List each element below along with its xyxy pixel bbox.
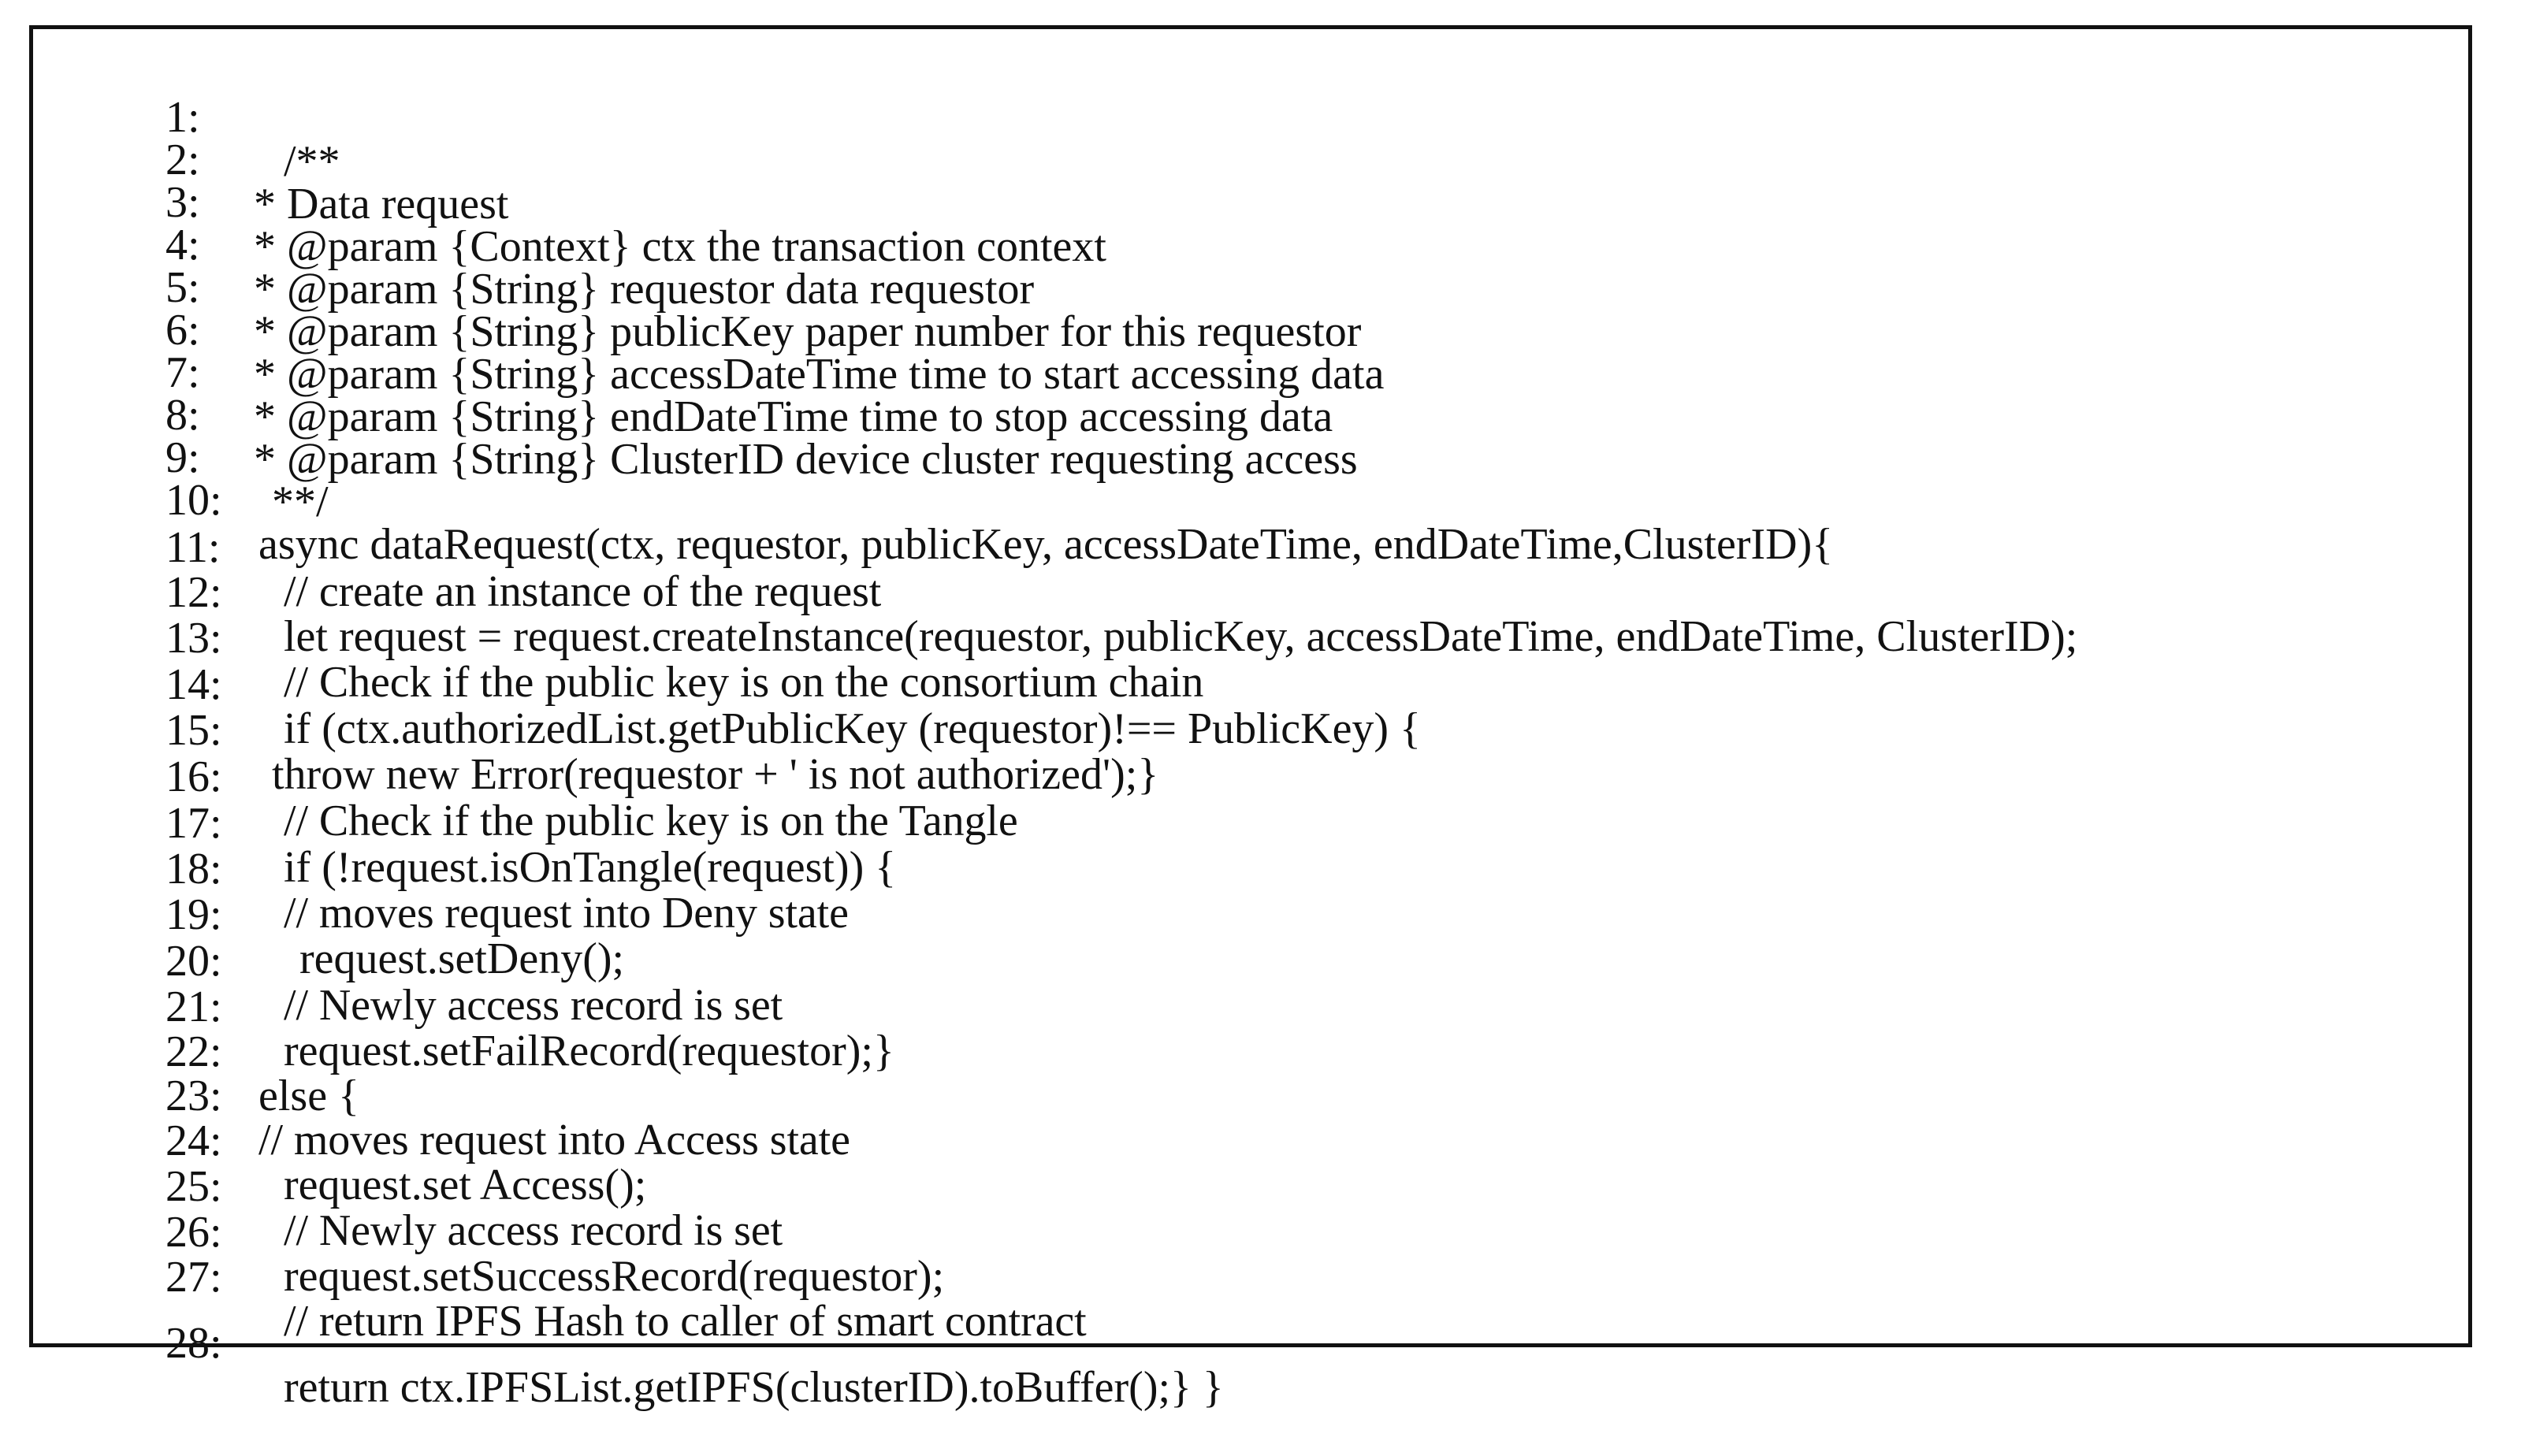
line-text: * Data request (254, 180, 509, 228)
line-number: 21: (165, 982, 222, 1031)
code-line-13: 13: // Check if the public key is on the… (33, 572, 1203, 704)
line-number: 6: (165, 306, 200, 355)
line-text: if (!request.isOnTangle(request)) { (284, 843, 897, 892)
line-number: 1: (165, 93, 200, 142)
line-number: 5: (165, 263, 200, 312)
code-listing-frame: 1: /** 2: * Data request 3: * @param {Co… (29, 25, 2472, 1410)
line-text: // Check if the public key is on the Tan… (284, 797, 1018, 845)
line-text: // return IPFS Hash to caller of smart c… (284, 1297, 1087, 1346)
line-number: 9: (165, 433, 200, 482)
line-text: request.setFailRecord(requestor);} (284, 1027, 894, 1075)
line-number: 25: (165, 1162, 222, 1211)
line-number: 24: (165, 1116, 222, 1165)
code-line-23: 23: // moves request into Access state (33, 1030, 850, 1162)
line-number: 19: (165, 890, 222, 939)
line-text: // Check if the public key is on the con… (284, 658, 1204, 707)
line-text: * @param {String} ClusterID device clust… (254, 435, 1358, 484)
line-number: 28: (165, 1319, 222, 1368)
code-line-25: 25: // Newly access record is set (33, 1120, 783, 1253)
line-number: 13: (165, 614, 222, 663)
line-text: // moves request into Access state (258, 1116, 850, 1164)
line-number: 11: (165, 523, 221, 572)
code-line-4: 4: * @param {String} requestor data requ… (33, 179, 1034, 311)
code-line-8: 8: * @param {String} ClusterID device cl… (33, 349, 1358, 481)
line-number: 10: (165, 476, 222, 525)
line-text: // create an instance of the request (284, 567, 882, 616)
line-number: 16: (165, 752, 222, 801)
line-text: else { (258, 1072, 359, 1120)
line-text: request.set Access(); (284, 1161, 647, 1209)
line-text: request.setSuccessRecord(requestor); (284, 1252, 945, 1301)
line-number: 22: (165, 1027, 222, 1076)
line-text: * @param {String} requestor data request… (254, 265, 1035, 314)
line-number: 7: (165, 348, 200, 397)
code-line-5: 5: * @param {String} publicKey paper num… (33, 221, 1361, 354)
line-text: async dataRequest(ctx, requestor, public… (258, 520, 1834, 569)
line-text: throw new Error(requestor + ' is not aut… (272, 750, 1159, 799)
line-text: // moves request into Deny state (284, 889, 849, 938)
line-text: request.setDeny(); (299, 934, 625, 983)
code-line-11: 11: // create an instance of the request (33, 481, 881, 614)
line-text: * @param {String} accessDateTime time to… (254, 350, 1385, 399)
code-line-15: 15: throw new Error(requestor + ' is not… (33, 664, 1158, 797)
code-line-24: 24: request.set Access(); (33, 1075, 646, 1207)
line-number: 27: (165, 1253, 222, 1302)
line-text: return ctx.IPFSList.getIPFS(clusterID).t… (284, 1363, 1224, 1412)
line-number: 23: (165, 1072, 222, 1120)
code-line-1: 1: /** (33, 51, 340, 184)
line-number: 18: (165, 845, 222, 893)
code-line-20: 20: // Newly access record is set (33, 895, 783, 1027)
line-number: 8: (165, 391, 200, 440)
line-text: let request = request.createInstance(req… (284, 612, 2078, 661)
line-number: 15: (165, 706, 222, 755)
code-line-22: 22: else { (33, 986, 359, 1118)
code-line-9: 9: **/ (33, 392, 329, 524)
line-number: 14: (165, 660, 222, 709)
line-number: 12: (165, 568, 222, 617)
line-text: // Newly access record is set (284, 981, 783, 1030)
line-number: 2: (165, 136, 200, 184)
line-text: if (ctx.authorizedList.getPublicKey (req… (284, 704, 1421, 753)
code-line-17: 17: if (!request.isOnTangle(request)) { (33, 757, 896, 890)
code-line-16: 16: // Check if the public key is on the… (33, 711, 1018, 843)
code-line-21: 21: request.setFailRecord(requestor);} (33, 941, 894, 1073)
line-number: 20: (165, 937, 222, 986)
line-text: **/ (272, 477, 329, 526)
code-line-3: 3: * @param {Context} ctx the transactio… (33, 136, 1106, 269)
line-text: // Newly access record is set (284, 1206, 783, 1255)
code-line-19: 19: request.setDeny(); (33, 849, 624, 981)
code-line-14: 14: if (ctx.authorizedList.getPublicKey … (33, 618, 1421, 751)
line-text: /** (284, 137, 340, 186)
code-line-2: 2: * Data request (33, 94, 508, 226)
code-line-28: 28: return ctx.IPFSList.getIPFS(clusterI… (33, 1277, 1224, 1410)
line-number: 4: (165, 221, 200, 269)
code-line-7: 7: * @param {String} endDateTime time to… (33, 306, 1333, 439)
code-line-6: 6: * @param {String} accessDateTime time… (33, 264, 1384, 396)
code-line-10: 10: async dataRequest(ctx, requestor, pu… (33, 434, 1833, 566)
line-text: * @param {String} publicKey paper number… (254, 307, 1362, 356)
code-line-12: 12: let request = request.createInstance… (33, 526, 2077, 659)
code-line-26: 26: request.setSuccessRecord(requestor); (33, 1166, 944, 1298)
line-text: * @param {String} endDateTime time to st… (254, 392, 1333, 441)
line-number: 17: (165, 799, 222, 848)
code-line-18: 18: // moves request into Deny state (33, 803, 849, 935)
line-text: * @param {Context} ctx the transaction c… (254, 222, 1106, 271)
line-number: 26: (165, 1208, 222, 1257)
code-line-27: 27: // return IPFS Hash to caller of sma… (33, 1211, 1087, 1343)
line-number: 3: (165, 178, 200, 227)
